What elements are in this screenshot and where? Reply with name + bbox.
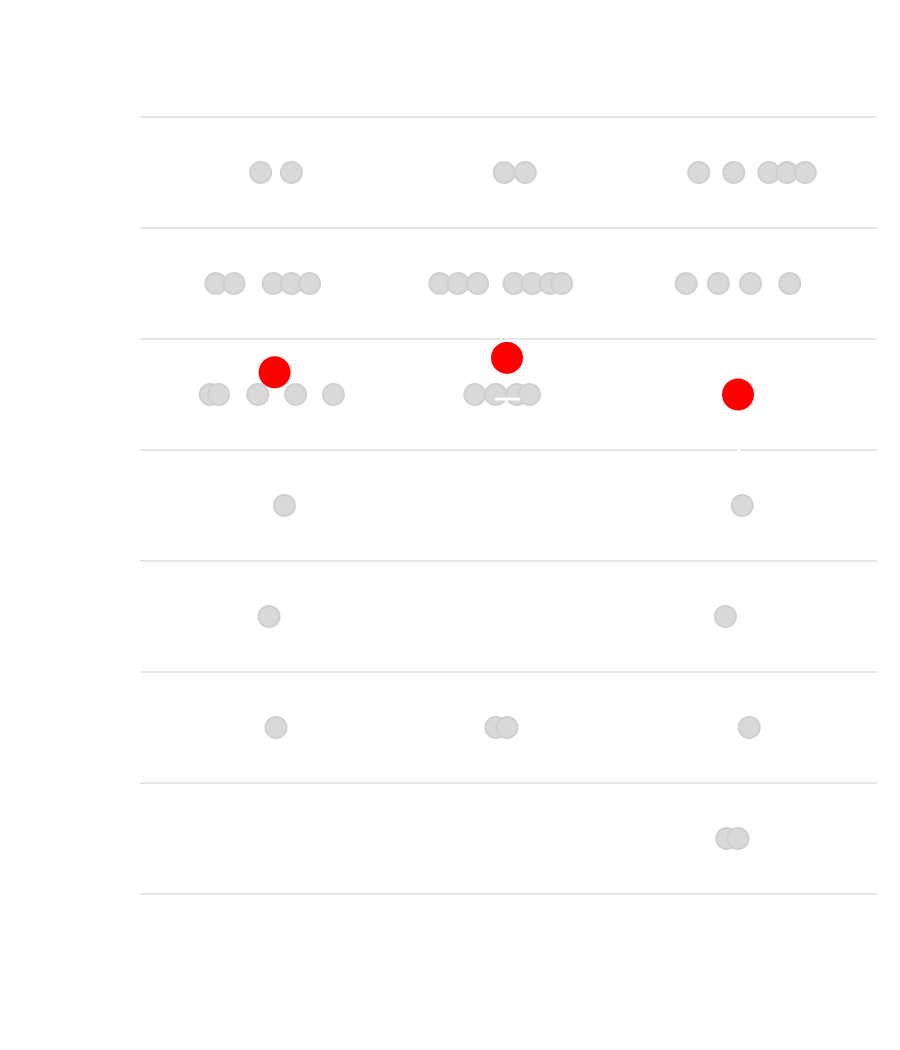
data-point	[257, 605, 281, 628]
data-point	[264, 716, 288, 739]
data-point	[463, 383, 487, 406]
data-point	[674, 272, 698, 295]
data-point	[446, 272, 470, 295]
data-point	[246, 383, 270, 406]
data-point	[492, 161, 516, 184]
dot-group	[198, 161, 817, 850]
highlight-group	[258, 341, 754, 411]
data-point	[739, 272, 763, 295]
data-point	[713, 605, 737, 628]
data-point	[495, 716, 519, 739]
data-point	[550, 272, 574, 295]
data-point	[484, 383, 508, 406]
data-point	[730, 494, 754, 517]
data-point	[207, 383, 231, 406]
data-point	[298, 272, 322, 295]
highlight-point	[491, 341, 523, 374]
data-point	[321, 383, 345, 406]
data-point	[284, 383, 308, 406]
data-point	[778, 272, 802, 295]
data-point	[279, 161, 303, 184]
data-point	[722, 161, 746, 184]
data-point	[706, 272, 730, 295]
data-point	[793, 161, 817, 184]
data-point	[726, 827, 750, 850]
highlight-point	[258, 356, 291, 389]
data-point	[249, 161, 273, 184]
data-point	[272, 494, 296, 517]
data-point	[517, 383, 541, 406]
data-point	[687, 161, 711, 184]
data-point	[466, 272, 490, 295]
highlight-point	[722, 378, 754, 411]
data-point	[222, 272, 246, 295]
data-point	[513, 161, 537, 184]
grid-group	[140, 116, 877, 895]
data-point	[737, 716, 761, 739]
decorative-glyph-group	[266, 334, 741, 451]
